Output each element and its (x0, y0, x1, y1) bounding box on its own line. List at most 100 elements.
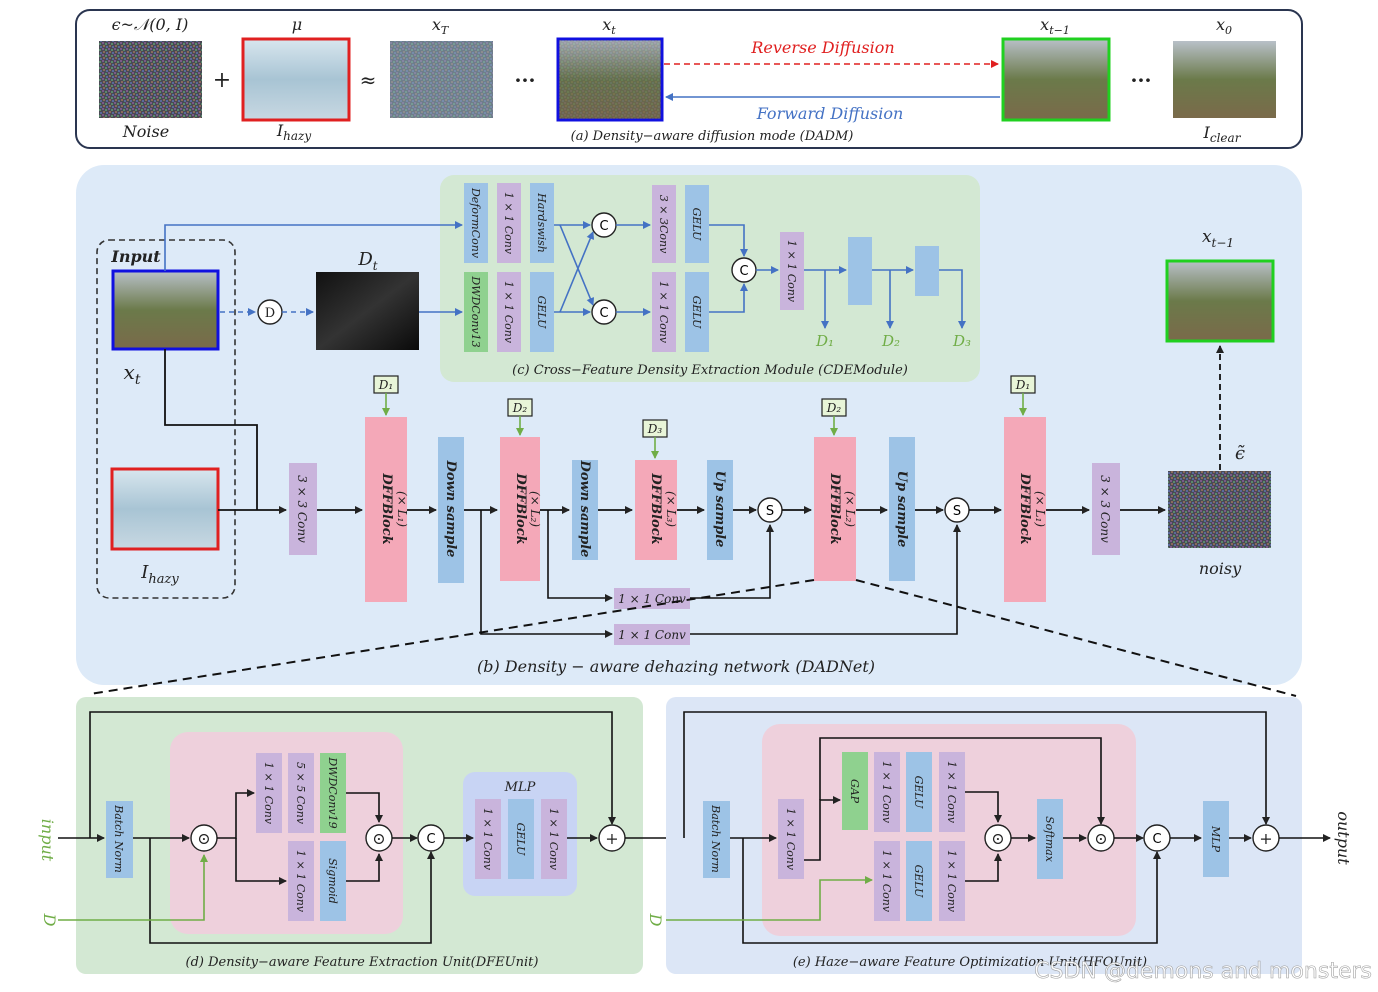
dffblock-4-label: DFFBlock (827, 472, 842, 544)
iclear-label: Iclear (1203, 123, 1242, 145)
skip-line-1 (547, 510, 613, 602)
d3-output: D₃ (952, 332, 971, 350)
dwdconv19-d (320, 753, 346, 833)
c-cross-1 (559, 224, 595, 306)
concat-c3-label: C (739, 264, 748, 279)
panel-e-caption: (e) Haze−aware Feature Optimization Unit… (793, 955, 1147, 970)
xt-image-a-noise (559, 40, 661, 119)
dffblock-3 (635, 460, 677, 560)
conv11-e3 (874, 841, 900, 921)
dffblock-3-label: DFFBlock (648, 472, 663, 544)
conv11-e1 (874, 752, 900, 832)
conv11-e3-label: 1 × 1 Conv (880, 850, 893, 913)
dffblock-4-mult: (× L₂) (843, 491, 857, 527)
d-density-line (58, 854, 208, 921)
conv11-label-c3: 1 × 1 Conv (657, 281, 670, 344)
d2-tag-2-label: D₂ (826, 401, 842, 415)
gelu-e2 (906, 841, 932, 921)
panel-b-caption: (b) Density − aware dehazing network (DA… (477, 657, 875, 676)
eps-label: ϵ̃ (1235, 443, 1245, 464)
concat-c2-label: C (599, 306, 608, 321)
zoom-line-right (855, 579, 1297, 697)
d1-tag-1-label: D₁ (378, 378, 393, 392)
upsample-1 (707, 460, 733, 560)
mlp-conv-d2 (541, 799, 567, 879)
dots-1: ··· (515, 68, 536, 92)
d-residual-line (89, 711, 616, 838)
batchnorm-d-label: Batch Norm (112, 804, 125, 873)
x0-label: x0 (1216, 15, 1232, 37)
gap-e-label: GAP (848, 779, 861, 804)
d2-tag-1-label: D₂ (512, 401, 528, 415)
conv33-out-label: 3 × 3 Conv (1098, 475, 1112, 543)
mult-e1-label: ⊙ (991, 829, 1004, 848)
mlp-e-label: MLP (1209, 825, 1222, 853)
d-operator-label: D (265, 306, 275, 321)
conv11-block-c1 (497, 183, 521, 263)
dffblock-2-label: DFFBlock (513, 472, 528, 544)
batchnorm-d (106, 801, 133, 878)
zoom-line-left (89, 579, 815, 695)
dwdconv13-label: DWDConv13 (469, 275, 482, 347)
d-line-6 (346, 853, 383, 882)
downsample-2 (572, 460, 598, 560)
noise-label: Noise (122, 122, 169, 141)
xt-image-b (111, 269, 220, 351)
mlp-e (1203, 801, 1229, 877)
conv11-block-c4 (780, 232, 804, 310)
conv11-label-c1: 1 × 1 Conv (502, 192, 515, 255)
output-label: output (1334, 811, 1353, 865)
dffblock-2-mult: (× L₂) (528, 491, 542, 527)
dwdconv13-block (464, 272, 488, 352)
dffblock-5-mult: (× L₁) (1033, 491, 1047, 527)
dffblock-4 (814, 437, 856, 581)
conv55-d-label: 5 × 5 Conv (294, 762, 307, 825)
d1-tag-2-label: D₁ (1015, 378, 1030, 392)
panel-a-frame (75, 9, 1303, 149)
e-line-4 (965, 791, 1002, 823)
ihazy-label-b: Ihazy (140, 562, 179, 587)
conv11-d2-label: 1 × 1 Conv (294, 850, 307, 913)
gelu-e2-label: GELU (912, 865, 925, 899)
gelu-label-c3: GELU (690, 296, 703, 330)
hazy-image-a (241, 37, 351, 122)
batchnorm-e (703, 801, 730, 878)
gap-e (842, 752, 868, 830)
downsample-block-c2 (915, 246, 939, 296)
dffblock-2 (500, 437, 540, 581)
d-bypass-line (149, 838, 435, 944)
mlp-d-label: MLP (504, 780, 536, 795)
gelu-e1-label: GELU (912, 776, 925, 810)
xt1-label-a: xt−1 (1040, 15, 1070, 37)
downsample-2-label: Down sample (577, 460, 592, 558)
xt1-image-b (1165, 259, 1275, 343)
d-line-3 (217, 789, 255, 839)
dffblock-3-mult: (× L₃) (664, 491, 678, 527)
downsample-1-label: Down sample (443, 460, 458, 558)
upsample-1-label: Up sample (712, 471, 727, 548)
add-e-label: + (1259, 829, 1272, 848)
input-label-d: input (38, 819, 57, 862)
sum-s1-label: S (766, 504, 774, 519)
xT-label: xT (432, 15, 450, 37)
d-label-e: D (646, 913, 665, 927)
conv33-block-c (652, 185, 676, 263)
dt-image (316, 272, 419, 350)
mu-label: μ (292, 15, 302, 34)
mult-e2-label: ⊙ (1094, 829, 1107, 848)
input-label: Input (110, 247, 161, 266)
mlp-gelu-d-label: GELU (514, 823, 527, 857)
xT-image-noise (390, 41, 493, 118)
sigmoid-d (320, 841, 346, 921)
watermark: CSDN @demons and monsters (1034, 959, 1372, 984)
dots-2: ··· (1131, 68, 1152, 92)
conv11-block-c2 (497, 272, 521, 352)
conv11-skip-2-label: 1 × 1 Conv (618, 628, 686, 642)
concat-e-label: C (1152, 832, 1161, 847)
mult-d2-label: ⊙ (372, 829, 385, 848)
c-line-5 (709, 224, 748, 257)
plus-sign: + (213, 68, 231, 93)
conv11-skip-1-label: 1 × 1 Conv (618, 592, 686, 606)
dffblock-5 (1004, 417, 1046, 602)
